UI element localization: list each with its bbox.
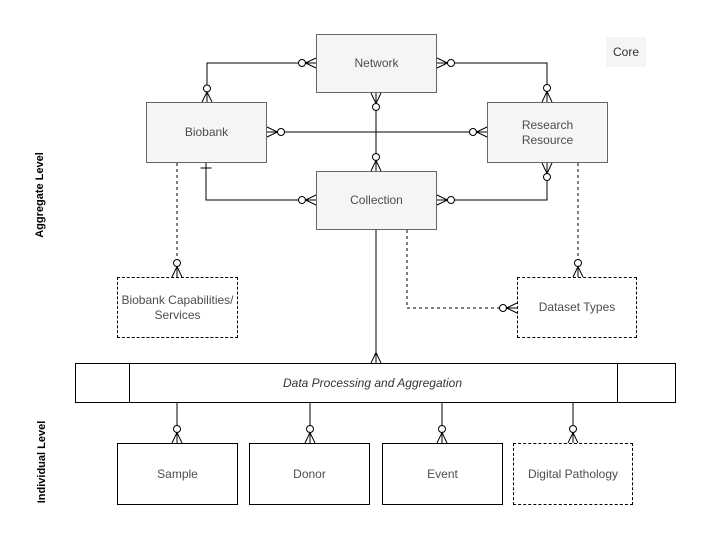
node-donor: Donor	[249, 443, 370, 505]
aggregate-level-label: Aggregate Level	[34, 152, 46, 238]
connector-network-research-resource	[436, 57, 553, 103]
bar-left-divider	[129, 364, 130, 402]
connector-collection-research-resource	[436, 162, 553, 206]
bar-right-divider	[617, 364, 618, 402]
legend-core: Core	[606, 37, 646, 67]
node-event: Event	[382, 443, 503, 505]
connector-biobank-collection	[200, 163, 317, 206]
node-collection: Collection	[316, 171, 437, 230]
connector-research-resource-dataset-types	[572, 163, 584, 278]
node-sample: Sample	[117, 443, 238, 505]
node-digital-pathology: Digital Pathology	[513, 443, 633, 505]
connector-network-biobank	[201, 57, 317, 103]
node-network: Network	[316, 34, 437, 93]
connector-network-collection	[370, 92, 382, 172]
node-dataset-types: Dataset Types	[517, 277, 637, 338]
connector-processing-donor	[304, 403, 316, 444]
connector-processing-sample	[171, 403, 183, 444]
node-biobank: Biobank	[146, 102, 267, 163]
connector-biobank-research-resource	[266, 126, 488, 138]
individual-level-label: Individual Level	[36, 420, 48, 504]
data-processing-bar: Data Processing and Aggregation	[75, 363, 676, 403]
connector-collection-processing	[370, 230, 382, 364]
connector-biobank-capabilities	[171, 163, 183, 278]
connector-collection-dataset-types	[406, 230, 518, 314]
data-processing-label: Data Processing and Aggregation	[282, 376, 462, 390]
connector-processing-event	[436, 403, 448, 444]
node-research-resource: Research Resource	[487, 102, 608, 163]
node-biobank-capabilities: Biobank Capabilities/ Services	[117, 277, 238, 338]
connector-processing-digital-pathology	[567, 403, 579, 444]
